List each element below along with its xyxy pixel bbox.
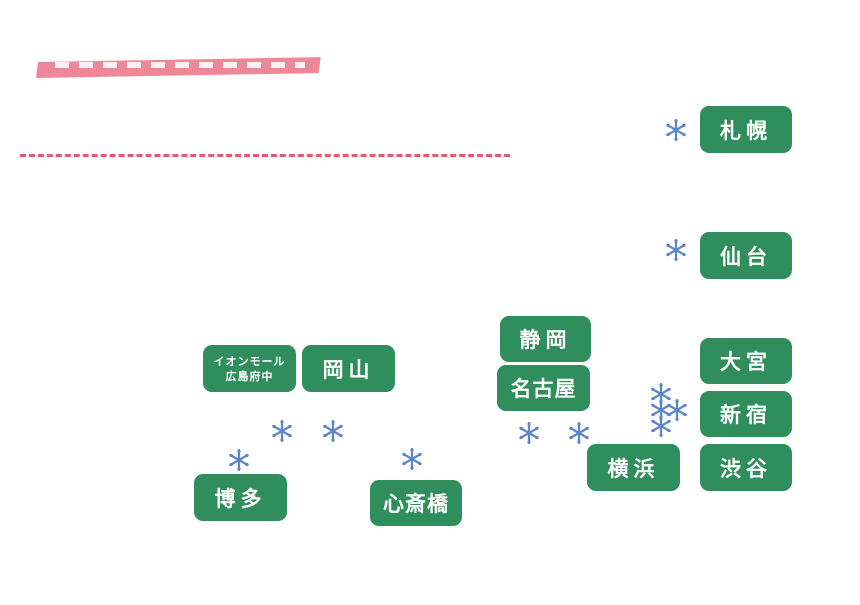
store-label: 渋谷 [720, 456, 772, 481]
store-label-line1: イオンモール [213, 354, 286, 368]
location-marker-icon [568, 422, 590, 444]
store-label: 札幌 [720, 118, 772, 143]
location-marker-icon [650, 415, 672, 437]
store-shinsaibashi[interactable]: 心斎橋 [370, 480, 462, 526]
store-label: 博多 [214, 486, 267, 511]
location-marker-icon [518, 422, 540, 444]
store-label: 大宮 [720, 350, 772, 374]
store-sapporo[interactable]: 札幌 [700, 106, 792, 153]
store-shinjuku[interactable]: 新宿 [700, 391, 792, 437]
location-marker-icon [665, 239, 687, 261]
store-aeon-hiroshima-fuchu[interactable]: イオンモール 広島府中 [203, 345, 296, 392]
location-marker-icon [322, 420, 344, 442]
store-okayama[interactable]: 岡山 [302, 345, 395, 392]
store-shizuoka[interactable]: 静岡 [500, 316, 591, 362]
location-marker-icon [228, 449, 250, 471]
store-yokohama[interactable]: 横浜 [587, 444, 680, 491]
store-label: 横浜 [607, 456, 660, 481]
store-nagoya[interactable]: 名古屋 [497, 365, 590, 411]
store-label: 新宿 [720, 403, 772, 427]
store-label: 静岡 [519, 328, 572, 352]
location-marker-icon [271, 420, 293, 442]
store-label: 岡山 [322, 357, 375, 382]
store-shibuya[interactable]: 渋谷 [700, 444, 792, 491]
dashed-divider [20, 154, 510, 157]
title-text-remnant [55, 62, 305, 68]
store-label: 心斎橋 [383, 492, 449, 516]
store-label: 名古屋 [510, 377, 577, 401]
store-sendai[interactable]: 仙台 [700, 232, 792, 279]
location-marker-icon [401, 448, 423, 470]
store-label-line2: 広島府中 [225, 369, 274, 383]
location-marker-icon [666, 399, 688, 421]
location-marker-icon [665, 119, 687, 141]
store-label: 仙台 [720, 244, 772, 269]
store-hakata[interactable]: 博多 [194, 474, 287, 521]
store-omiya[interactable]: 大宮 [700, 338, 792, 384]
